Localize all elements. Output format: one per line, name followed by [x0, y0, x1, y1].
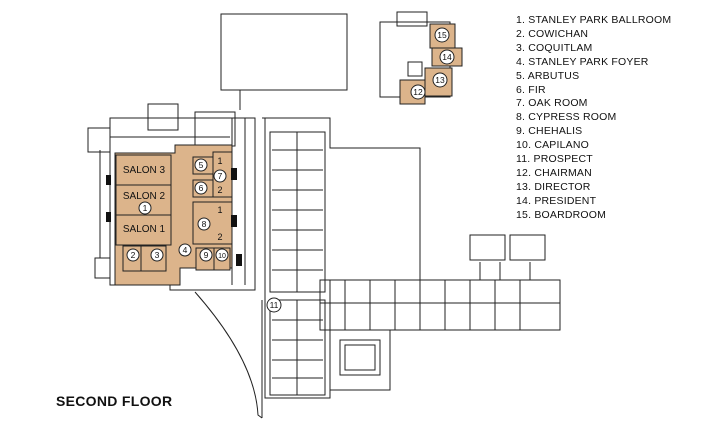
legend-item-5: 5. ARBUTUS	[516, 69, 580, 82]
legend-item-1: 1. STANLEY PARK BALLROOM	[516, 14, 672, 26]
marker-15-label: 15	[437, 30, 447, 40]
marker-6[interactable]	[194, 181, 208, 195]
marker-15[interactable]	[434, 27, 450, 43]
salon-1-label: SALON 1	[123, 224, 166, 235]
salon-2-label: SALON 2	[123, 191, 166, 202]
legend-item-14: 14. PRESIDENT	[516, 194, 597, 207]
marker-3[interactable]	[150, 248, 164, 262]
marker-12-label: 12	[413, 87, 423, 97]
atrium	[339, 339, 381, 376]
floor-title: SECOND FLOOR	[56, 393, 173, 409]
service-room	[147, 103, 179, 131]
east-wing	[319, 279, 561, 331]
marker-2-label: 2	[131, 250, 136, 260]
legend-item-3: 3. COQUITLAM	[516, 41, 593, 54]
room-legend: 1. STANLEY PARK BALLROOM 2. COWICHAN 3. …	[516, 14, 671, 223]
marker-4[interactable]	[178, 243, 192, 257]
marker-11-label: 11	[270, 300, 279, 310]
east-stair-right	[509, 234, 546, 261]
south-block	[329, 329, 391, 391]
marker-5-label: 5	[199, 160, 204, 170]
legend-item-6: 6. FIR	[516, 83, 546, 96]
legend-item-13: 13. DIRECTOR	[516, 180, 591, 193]
legend-item-8: 8. CYPRESS ROOM	[516, 111, 617, 124]
marker-14-label: 14	[442, 52, 452, 62]
marker-8[interactable]	[197, 217, 211, 231]
stair-left-top	[87, 127, 111, 153]
legend-item-7: 7. OAK ROOM	[516, 97, 588, 110]
marker-14[interactable]	[439, 49, 455, 65]
east-stair-left	[469, 234, 506, 261]
legend-item-15: 15. BOARDROOM	[516, 208, 607, 221]
oak-part-1-label: 1	[217, 156, 222, 166]
marker-8-label: 8	[202, 219, 207, 229]
marker-4-label: 4	[183, 245, 188, 255]
legend-item-10: 10. CAPILANO	[516, 139, 590, 152]
salon-3-label: SALON 3	[123, 165, 166, 176]
marker-13-label: 13	[435, 75, 445, 85]
marker-5[interactable]	[194, 158, 208, 172]
marker-9[interactable]	[199, 248, 213, 262]
marker-11[interactable]	[266, 297, 282, 313]
cypress-part-1-label: 1	[217, 205, 222, 215]
marker-3-label: 3	[155, 250, 160, 260]
marker-6-label: 6	[199, 183, 204, 193]
marker-10-label: 10	[218, 253, 226, 260]
marker-2[interactable]	[126, 248, 140, 262]
legend-item-9: 9. CHEHALIS	[516, 125, 583, 138]
legend-item-4: 4. STANLEY PARK FOYER	[516, 55, 649, 68]
rotunda-arc	[194, 291, 263, 419]
salon-1-room	[115, 214, 172, 246]
marker-7-label: 7	[218, 171, 223, 181]
tower-outline	[262, 117, 421, 399]
marker-1-label: 1	[143, 203, 148, 213]
marker-7[interactable]	[213, 169, 227, 183]
marker-13[interactable]	[432, 72, 448, 88]
marker-10[interactable]	[215, 248, 229, 262]
salon-3-room	[115, 154, 172, 186]
stair-left-bottom	[94, 257, 111, 279]
legend-item-11: 11. PROSPECT	[516, 153, 593, 166]
service-room	[194, 111, 236, 147]
legend-item-12: 12. CHAIRMAN	[516, 166, 592, 179]
marker-12[interactable]	[410, 84, 426, 100]
cypress-part-2-label: 2	[217, 232, 222, 242]
marker-9-label: 9	[204, 250, 209, 260]
oak-part-2-label: 2	[217, 185, 222, 195]
annex-building	[220, 13, 348, 91]
marker-1[interactable]	[138, 201, 152, 215]
legend-item-2: 2. COWICHAN	[516, 27, 589, 40]
